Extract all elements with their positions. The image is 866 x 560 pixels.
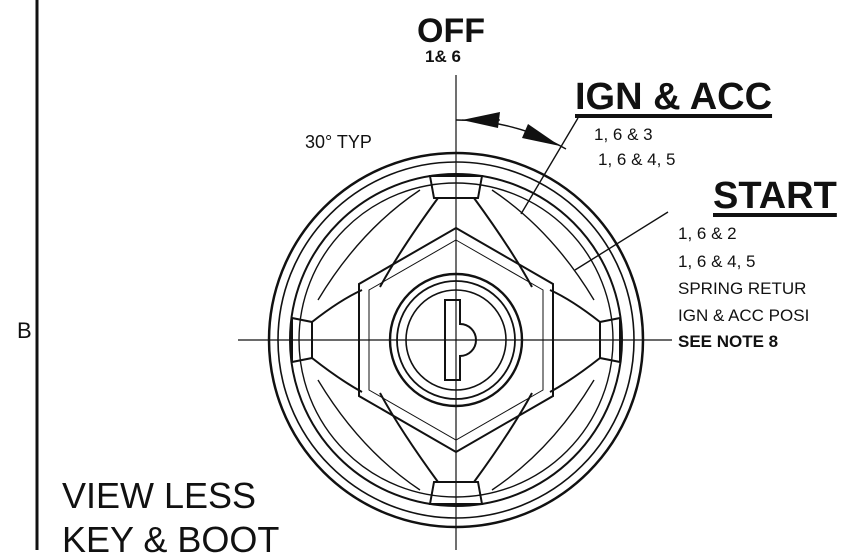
ign-acc-contacts-2: 1, 6 & 4, 5	[598, 150, 676, 169]
view-caption-line-1: VIEW LESS	[62, 475, 257, 516]
groove-ring	[289, 173, 623, 507]
hex-nut	[358, 226, 554, 454]
cam-spoke	[491, 189, 595, 301]
start-note-3: SEE NOTE 8	[678, 332, 779, 351]
cylinder-mid	[396, 280, 516, 400]
start-note-2: IGN & ACC POSI	[678, 306, 810, 325]
angle-label: 30° TYP	[305, 132, 372, 152]
ign-leader-line	[520, 117, 579, 215]
start-title: START	[713, 175, 837, 217]
cam-spoke	[317, 189, 421, 301]
off-contacts: 1& 6	[425, 47, 461, 66]
groove-inner-ring	[298, 182, 614, 498]
hex-nut-chamfer	[368, 239, 544, 441]
cylinder-inner	[405, 289, 507, 391]
cam-spoke	[473, 392, 533, 483]
cam-spoke	[311, 289, 363, 323]
outer-bezel-ring	[267, 151, 645, 529]
zone-letter: B	[17, 318, 32, 343]
off-title: OFF	[417, 12, 485, 50]
keyway-slot	[444, 299, 477, 381]
outer-bezel-inner-ring	[277, 161, 635, 519]
cam-spoke	[549, 357, 601, 393]
start-note-1: SPRING RETUR	[678, 279, 807, 298]
cam-spoke	[317, 379, 421, 491]
cam-spoke	[379, 392, 439, 483]
cam-spoke	[379, 197, 439, 288]
start-contacts-1: 1, 6 & 2	[678, 224, 737, 243]
cam-spoke	[491, 379, 595, 491]
start-contacts-2: 1, 6 & 4, 5	[678, 252, 756, 271]
cylinder-outer	[388, 272, 524, 408]
top-tab	[428, 175, 484, 199]
ign-acc-title: IGN & ACC	[575, 76, 773, 118]
bottom-tab	[428, 481, 484, 505]
angle-arrow-right	[522, 124, 560, 146]
start-leader-line	[574, 211, 669, 271]
angle-arc	[455, 119, 567, 150]
cam-spoke	[311, 357, 363, 393]
cam-spoke	[473, 197, 533, 288]
view-caption-line-2: KEY & BOOT	[62, 519, 280, 560]
cam-spoke	[549, 289, 601, 323]
ign-acc-contacts-1: 1, 6 & 3	[594, 125, 653, 144]
